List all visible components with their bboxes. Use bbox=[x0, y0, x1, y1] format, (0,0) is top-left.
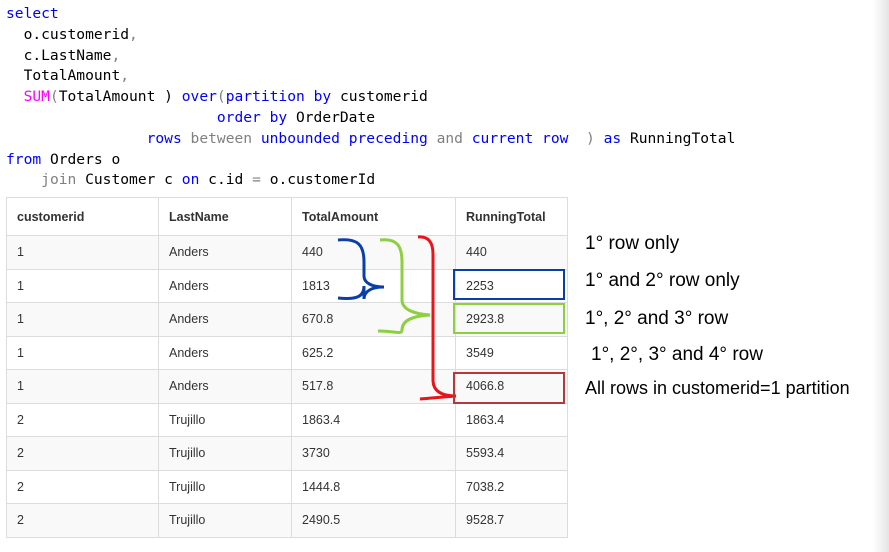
cell: 7038.2 bbox=[455, 469, 568, 504]
cell: 1 bbox=[6, 268, 159, 303]
cell: 3730 bbox=[291, 436, 456, 471]
cell: 2 bbox=[6, 469, 159, 504]
cell: 2923.8 bbox=[455, 302, 568, 337]
paren: ( bbox=[49, 88, 59, 106]
kw-on: on bbox=[181, 171, 200, 189]
result-table: customerid LastName TotalAmount RunningT… bbox=[6, 197, 568, 538]
kw-from: from bbox=[6, 150, 42, 168]
comma: , bbox=[111, 46, 121, 64]
kw-select: select bbox=[6, 5, 59, 22]
cell: 1 bbox=[6, 235, 159, 270]
join-left: c.id bbox=[208, 171, 244, 189]
note-partition: All rows in customerid=1 partition bbox=[585, 378, 850, 398]
alias-runningtotal: RunningTotal bbox=[629, 129, 736, 147]
cell: 440 bbox=[455, 235, 568, 270]
comma: , bbox=[129, 25, 138, 43]
paren: ( bbox=[216, 88, 226, 106]
cell: 670.8 bbox=[291, 302, 456, 337]
red-bracket bbox=[417, 235, 457, 401]
cell: Trujillo bbox=[158, 503, 292, 538]
cell: 9528.7 bbox=[455, 503, 568, 538]
cell: Anders bbox=[158, 302, 292, 337]
blue-bracket bbox=[337, 238, 385, 300]
sum-arg: TotalAmount bbox=[58, 88, 156, 106]
cell: 1 bbox=[6, 369, 159, 404]
op-equals: = bbox=[252, 171, 261, 189]
note-row1: 1° row only bbox=[585, 233, 680, 254]
cell: 2253 bbox=[455, 268, 568, 303]
cell: 1444.8 bbox=[291, 469, 456, 504]
cell: 1 bbox=[6, 302, 159, 337]
kw-current-row: current row bbox=[471, 129, 569, 147]
cell: Trujillo bbox=[158, 402, 292, 437]
cell: 5593.4 bbox=[455, 436, 568, 471]
kw-and: and bbox=[436, 129, 463, 147]
kw-unbounded-preceding: unbounded preceding bbox=[260, 129, 428, 147]
kw-as: as bbox=[603, 129, 622, 147]
right-edge-shade bbox=[873, 0, 889, 552]
kw-join: join bbox=[41, 171, 77, 189]
cell: 625.2 bbox=[291, 335, 456, 370]
sql-col-totalamount: TotalAmount bbox=[23, 67, 121, 85]
cell: 2 bbox=[6, 503, 159, 538]
cell: 2490.5 bbox=[291, 503, 456, 538]
green-bracket bbox=[377, 238, 431, 335]
order-column: OrderDate bbox=[295, 108, 376, 126]
note-row2: 1° and 2° row only bbox=[585, 270, 740, 291]
sql-query: select o.customerid, c.LastName, TotalAm… bbox=[6, 4, 735, 191]
header-customerid: customerid bbox=[6, 197, 159, 236]
cell: 1863.4 bbox=[455, 402, 568, 437]
table-customer: Customer c bbox=[85, 171, 173, 189]
cell: Trujillo bbox=[158, 436, 292, 471]
table-orders: Orders o bbox=[49, 150, 121, 168]
header-totalamount: TotalAmount bbox=[291, 197, 456, 236]
partition-column: customerid bbox=[339, 88, 428, 106]
paren: ) bbox=[568, 129, 595, 147]
highlight-row5 bbox=[453, 372, 565, 404]
note-row3: 1°, 2° and 3° row bbox=[585, 308, 729, 329]
paren: ) bbox=[155, 88, 173, 106]
cell: 1863.4 bbox=[291, 402, 456, 437]
kw-order-by: order by bbox=[216, 108, 288, 126]
highlight-row2 bbox=[453, 269, 565, 300]
kw-over: over bbox=[181, 88, 217, 106]
sql-col-lastname: c.LastName bbox=[23, 46, 112, 64]
kw-partition-by: partition by bbox=[225, 88, 332, 106]
comma: , bbox=[120, 67, 130, 85]
table-header-row: customerid LastName TotalAmount RunningT… bbox=[6, 197, 568, 236]
cell: 3549 bbox=[455, 335, 568, 370]
fn-sum: SUM bbox=[23, 88, 50, 106]
cell: Anders bbox=[158, 235, 292, 270]
cell: 4066.8 bbox=[455, 369, 568, 404]
header-runningtotal: RunningTotal bbox=[455, 197, 568, 236]
highlight-row3 bbox=[453, 303, 565, 334]
sql-col-customerid: o.customerid bbox=[23, 25, 130, 43]
cell: Anders bbox=[158, 335, 292, 370]
header-lastname: LastName bbox=[158, 197, 292, 236]
cell: Anders bbox=[158, 369, 292, 404]
note-row4: 1°, 2°, 3° and 4° row bbox=[591, 344, 763, 365]
kw-rows: rows bbox=[146, 129, 182, 147]
kw-between: between bbox=[190, 129, 253, 147]
join-right: o.customerId bbox=[269, 171, 376, 189]
